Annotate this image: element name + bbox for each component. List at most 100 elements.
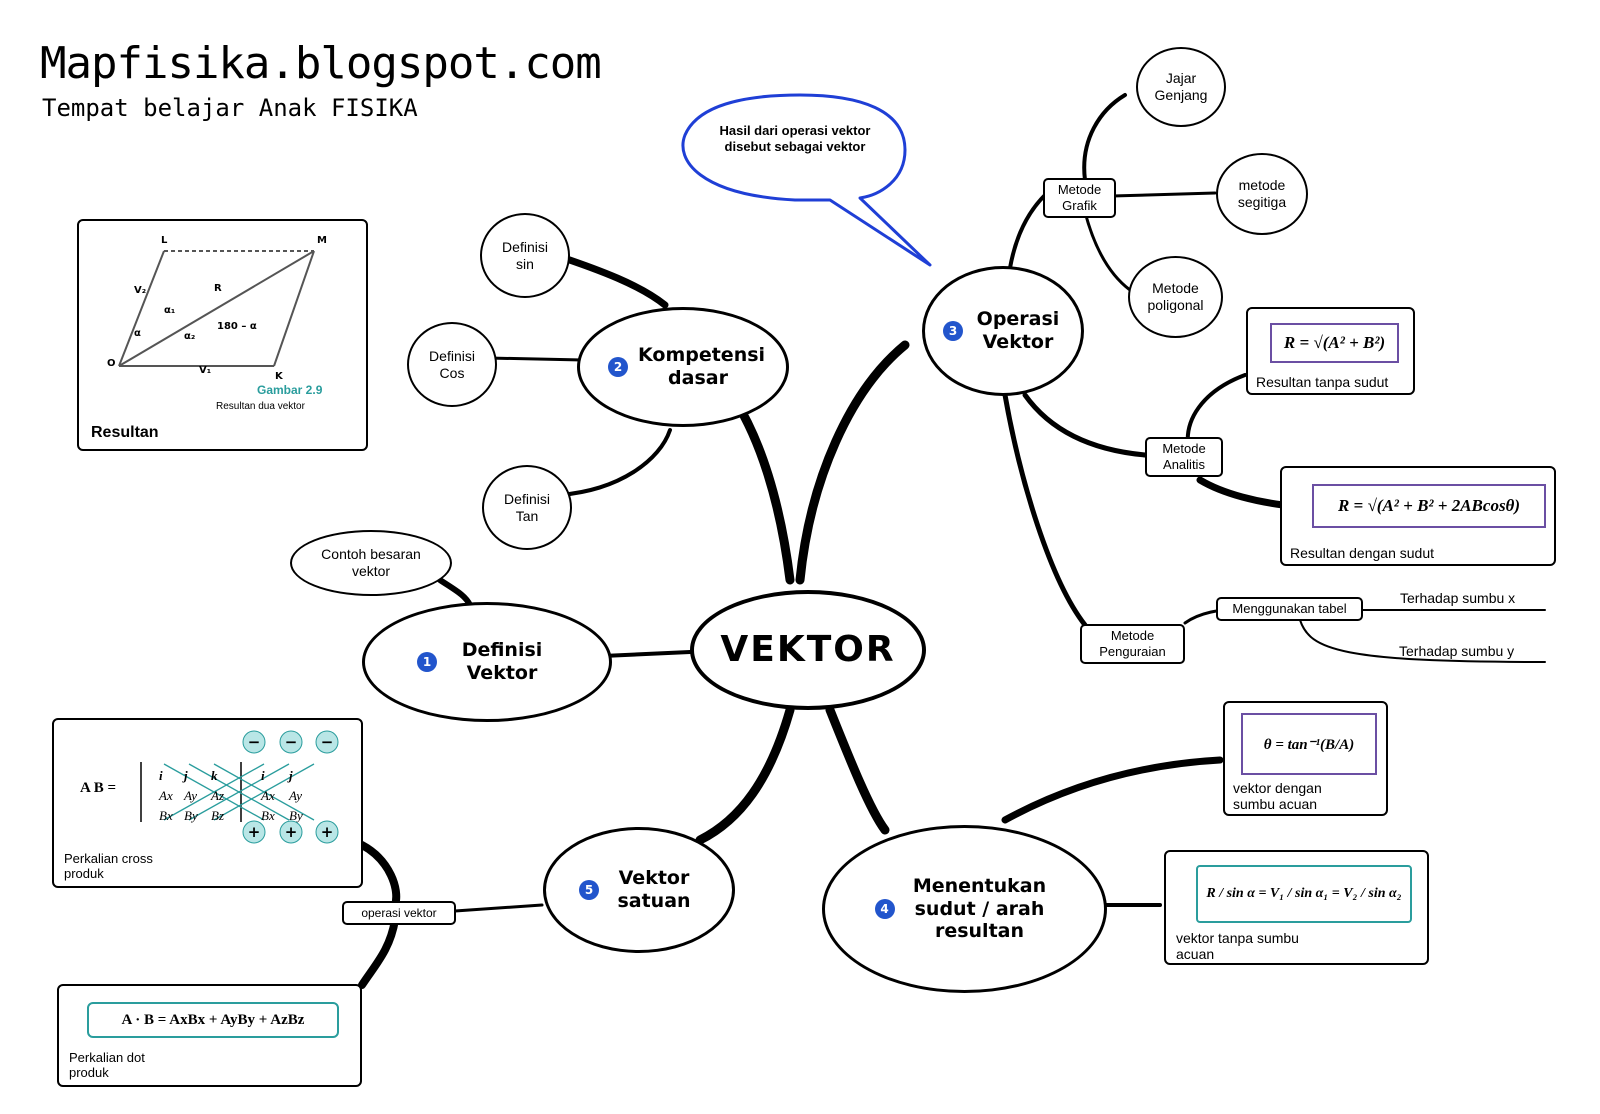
sign-circle: [242, 730, 266, 754]
node-metode-penguraian[interactable]: Metode Penguraian: [1080, 624, 1185, 664]
sign-symbol: +: [321, 823, 334, 841]
vector-label: 180 – α: [217, 321, 257, 332]
cross-signs: − − − + + +: [242, 730, 339, 844]
connector-kompetensi-sin: [551, 251, 669, 309]
formula-sinus-rule: R / sin α = V₁ / sin α₁ = V₂ / sin α₂: [1196, 865, 1412, 923]
connector-center-operasi: [795, 340, 910, 585]
callout-bubble: [681, 93, 932, 267]
caption-vektor-dengan-sumbu: vektor dengan sumbu acuan: [1233, 780, 1322, 813]
cross-cell: i: [159, 768, 163, 783]
sign-symbol: +: [248, 823, 261, 841]
point-label: L: [161, 235, 168, 246]
node-operasi-vektor[interactable]: operasi vektor: [342, 901, 456, 925]
formula-resultan-dengan-sudut: R = √(A² + B² + 2ABcosθ): [1312, 484, 1546, 528]
branch-operasi-vektor[interactable]: 3 Operasi Vektor: [922, 266, 1084, 396]
node-menggunakan-tabel[interactable]: Menggunakan tabel: [1216, 597, 1363, 621]
cross-cell: j: [287, 768, 293, 783]
edge-km: [273, 250, 315, 367]
formula-dot-produk: A · B = AxBx + AyBy + AzBz: [87, 1002, 339, 1038]
connector-kompetensi-cos: [486, 356, 585, 362]
node-definisi-tan[interactable]: Definisi Tan: [482, 465, 572, 550]
cross-lhs: A B =: [80, 780, 116, 796]
connector-center-sudut: [825, 705, 890, 835]
connector-operasi-cross: [358, 841, 401, 909]
metode-grafik-label: Metode Grafik: [1057, 182, 1102, 213]
cross-cell: i: [261, 768, 265, 783]
vector-v2: [118, 250, 165, 367]
node-contoh-besaran-vektor[interactable]: Contoh besaran vektor: [290, 530, 452, 596]
node-definisi-sin[interactable]: Definisi sin: [480, 213, 570, 298]
site-title: Mapfisika.blogspot.com: [40, 38, 602, 89]
panel-vektor-dengan-sumbu: θ = tan⁻¹(B/A) vektor dengan sumbu acuan: [1223, 701, 1388, 816]
connector-grafik-poligonal: [1083, 210, 1132, 292]
branch-kompetensi-dasar[interactable]: 2 Kompetensi dasar: [577, 307, 789, 427]
sign-symbol: −: [285, 733, 298, 751]
caption-vektor-tanpa-sumbu: vektor tanpa sumbu acuan: [1176, 930, 1299, 963]
branch-vektor-satuan[interactable]: 5 Vektor satuan: [543, 827, 735, 953]
terhadap-sumbu-y: Terhadap sumbu y: [1399, 643, 1515, 659]
branch-number-5: 5: [579, 880, 599, 900]
formula-tan-inverse: θ = tan⁻¹(B/A): [1241, 713, 1377, 775]
panel-dot-produk: A · B = AxBx + AyBy + AzBz Perkalian dot…: [57, 984, 362, 1087]
point-label: M: [317, 235, 327, 246]
center-node-vektor[interactable]: VEKTOR: [690, 590, 926, 710]
sign-symbol: −: [321, 733, 334, 751]
sign-symbol: −: [248, 733, 261, 751]
connector-operasi-dot: [358, 916, 399, 989]
connector-center-definisi: [601, 650, 692, 658]
connector-kompetensi-tan: [558, 428, 672, 497]
vector-label: R: [214, 283, 222, 294]
branch-label-sudut: Menentukan sudut / arah resultan: [912, 874, 1047, 943]
terhadap-sumbu-x: Terhadap sumbu x: [1400, 590, 1516, 606]
metode-penguraian-label: Metode Penguraian: [1099, 628, 1166, 659]
node-metode-poligonal[interactable]: Metode poligonal: [1128, 256, 1223, 338]
branch-definisi-vektor[interactable]: 1 Definisi Vektor: [362, 602, 612, 722]
operasi-vektor-label: operasi vektor: [361, 905, 437, 920]
sign-symbol: +: [285, 823, 298, 841]
vector-label: V₁: [199, 365, 211, 376]
connector-center-kompetensi: [730, 395, 795, 585]
branch-label-operasi: Operasi Vektor: [976, 308, 1060, 353]
connector-operasi-penguraian: [1002, 392, 1088, 628]
cross-cell: Bz: [211, 808, 224, 823]
branch-number-4: 4: [874, 899, 895, 919]
sign-circle: [315, 820, 339, 844]
node-metode-grafik[interactable]: Metode Grafik: [1043, 178, 1116, 218]
caption-resultan-dengan-sudut: Resultan dengan sudut: [1290, 545, 1434, 561]
callout-text: Hasil dari operasi vektor disebut sebaga…: [719, 123, 871, 154]
sign-circle: [242, 820, 266, 844]
connector-center-satuan: [695, 705, 795, 845]
branch-number-1: 1: [417, 652, 437, 672]
branch-number-3: 3: [943, 321, 963, 341]
node-definisi-cos[interactable]: Definisi Cos: [407, 322, 497, 407]
connector-operasi-analitis: [1022, 392, 1148, 458]
definisi-sin-label: Definisi sin: [502, 238, 548, 272]
point-label: O: [107, 358, 116, 369]
figure-subtitle: Resultan dua vektor: [216, 401, 305, 412]
branch-number-2: 2: [608, 357, 628, 377]
branch-menentukan-sudut[interactable]: 4 Menentukan sudut / arah resultan: [822, 825, 1107, 993]
vector-r: [118, 250, 315, 367]
definisi-tan-label: Definisi Tan: [504, 490, 550, 524]
site-subtitle: Tempat belajar Anak FISIKA: [42, 94, 418, 122]
center-label: VEKTOR: [720, 629, 896, 671]
cross-cell: By: [289, 808, 303, 823]
cross-cell: By: [184, 808, 198, 823]
caption-cross-produk: Perkalian cross produk: [64, 851, 153, 881]
vector-label: α₂: [184, 331, 195, 342]
vector-label: V₂: [134, 285, 146, 296]
sign-circle: [279, 820, 303, 844]
cross-cell: Ax: [158, 788, 173, 803]
connector-definisi-contoh: [437, 577, 473, 608]
node-metode-analitis[interactable]: Metode Analitis: [1145, 437, 1223, 477]
metode-segitiga-label: metode segitiga: [1237, 177, 1287, 210]
node-metode-segitiga[interactable]: metode segitiga: [1216, 153, 1308, 235]
node-jajar-genjang[interactable]: Jajar Genjang: [1136, 47, 1226, 127]
cross-cell: j: [182, 768, 188, 783]
connector-sudut-tan: [1001, 756, 1224, 824]
jajar-genjang-label: Jajar Genjang: [1154, 70, 1208, 103]
